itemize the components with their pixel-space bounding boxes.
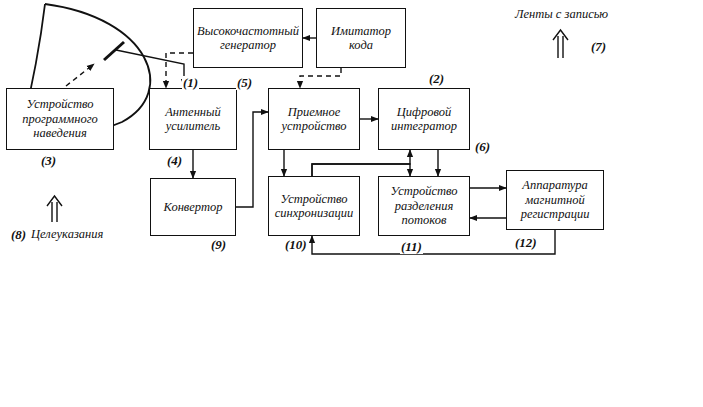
box-text: Антенный усилитель [153,105,233,134]
process-box: Цифровой интегратор [378,88,470,150]
connector [360,118,378,119]
process-box: Имитатор кода [316,8,406,68]
callout-number: (7) [590,40,607,54]
callout-number: (5) [236,76,253,90]
box-text: Цифровой интегратор [382,105,466,134]
callout-number: (11) [400,240,423,254]
double-arrow [47,30,568,222]
connector [470,187,506,188]
box-text: Приемное устройство [272,105,356,134]
note-label: Целеуказания [30,228,104,242]
process-box: Устройство синхронизации [268,176,360,236]
box-text: Устройство разделения потоков [382,184,466,227]
connector [300,68,341,88]
process-box: Антенный усилитель [149,88,237,150]
process-box: Устройство разделения потоков [378,176,470,236]
callout-number: (3) [40,154,57,168]
feed-line [116,50,184,86]
process-box: Устройство программного наведения [6,88,114,150]
box-text: Устройство программного наведения [10,97,110,140]
connector [236,112,268,207]
box-text: Имитатор кода [320,24,402,53]
note-label: Ленты с записью [514,8,609,22]
connector [312,150,410,176]
callout-number: (10) [284,238,308,252]
connector [303,37,316,38]
process-box: Высокочастотный генератор [193,8,303,68]
connector [192,150,193,178]
process-box: Аппаратура магнитной регистрации [506,170,604,230]
box-text: Устройство синхронизации [272,192,356,221]
pointing-line [66,64,94,86]
box-text: Высокочастотный генератор [197,24,299,53]
callout-number: (4) [166,154,183,168]
connector [312,164,410,176]
process-box: Конвертор [150,178,236,236]
callout-number: (8) [10,228,27,242]
callout-number: (9) [210,238,227,252]
callout-number: (1) [182,76,199,90]
callout-number: (12) [514,236,538,250]
callout-number: (6) [474,140,491,154]
connector [470,217,506,218]
box-text: Аппаратура магнитной регистрации [510,178,600,221]
process-box: Приемное устройство [268,88,360,150]
connector [437,150,438,176]
box-text: Конвертор [164,200,223,214]
connector [283,150,284,176]
callout-number: (2) [428,72,445,86]
